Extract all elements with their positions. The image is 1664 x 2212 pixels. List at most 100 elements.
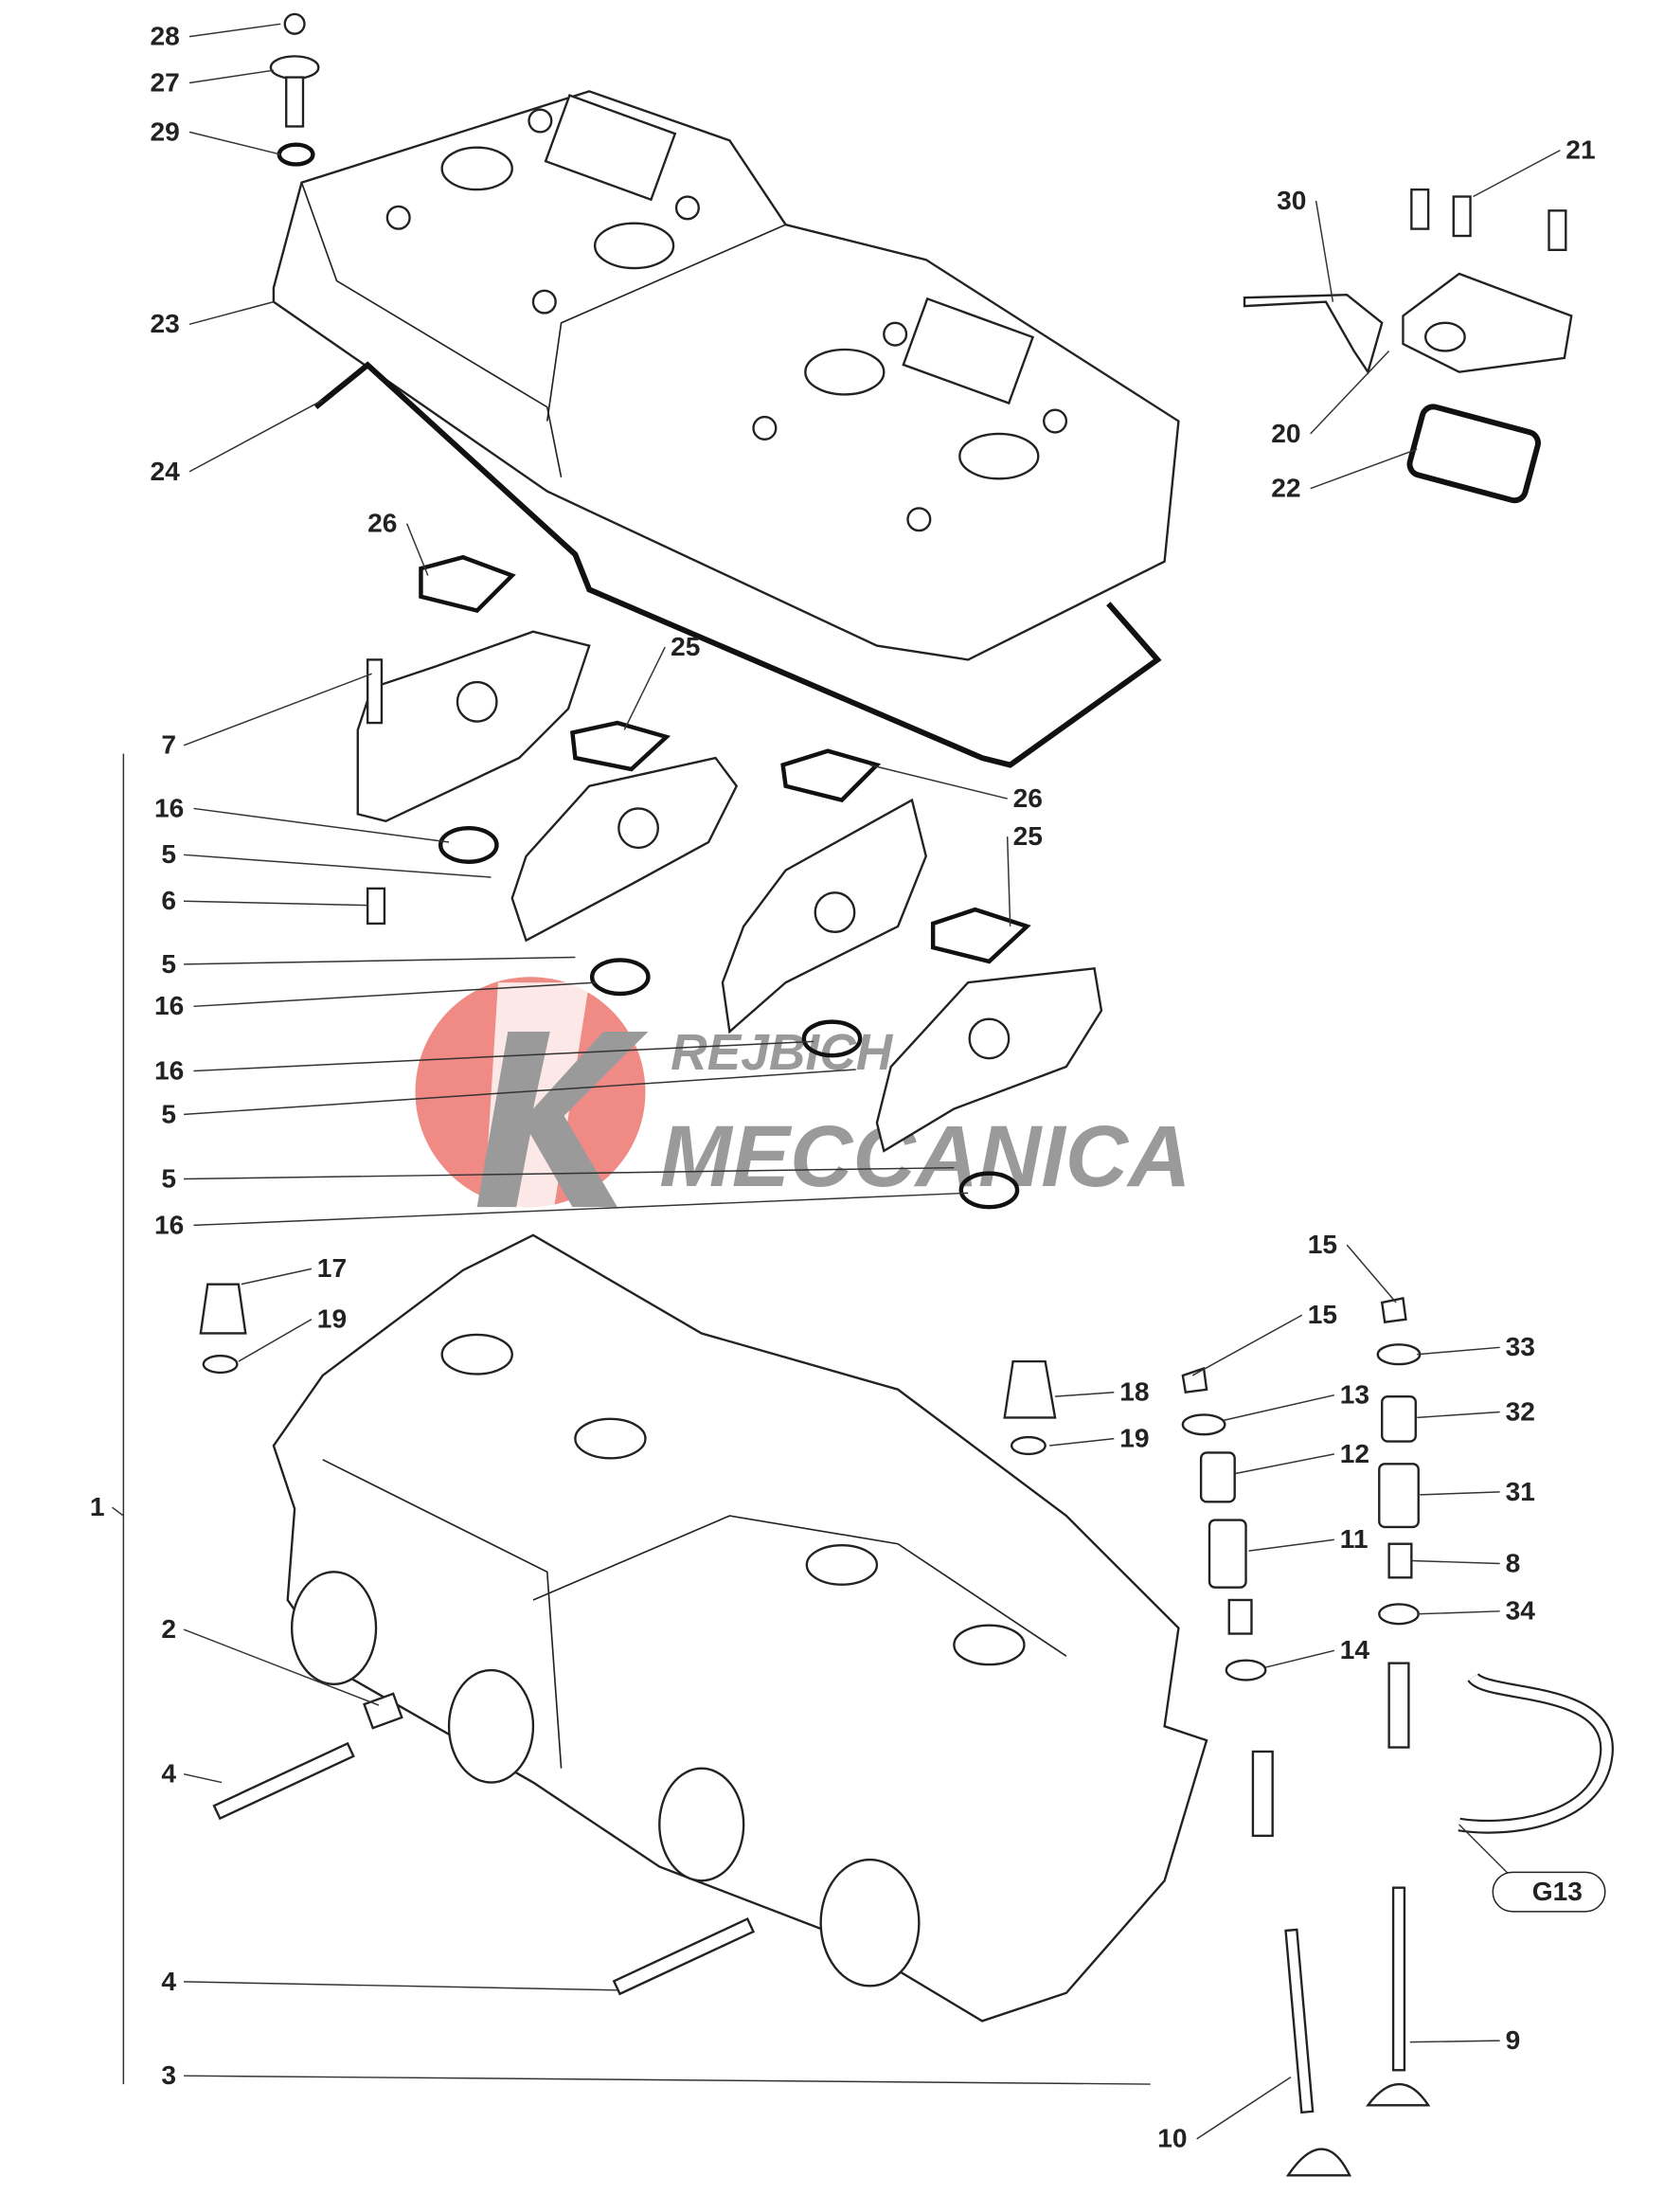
callout-15: 15 xyxy=(1308,1230,1337,1259)
valve-cover xyxy=(272,90,1180,661)
leader-line xyxy=(1310,448,1418,490)
watermark-k-shape xyxy=(476,1031,649,1208)
callout-17: 17 xyxy=(317,1253,347,1283)
leader-line xyxy=(184,1069,856,1116)
callout-33: 33 xyxy=(1506,1332,1535,1361)
callout-16: 16 xyxy=(154,1210,184,1239)
callout-5: 5 xyxy=(161,839,176,869)
leader-line xyxy=(238,1319,313,1362)
callout-4: 4 xyxy=(161,1967,176,1996)
callout-5: 5 xyxy=(161,949,176,979)
leader-line xyxy=(1191,1314,1303,1376)
leader-line xyxy=(405,523,429,576)
leader-line xyxy=(184,1981,617,1991)
callout-25: 25 xyxy=(1013,821,1043,851)
leader-line xyxy=(184,900,368,907)
camshaft-caps xyxy=(356,554,1103,1210)
cylinder-head xyxy=(272,1233,1208,2023)
callout-8: 8 xyxy=(1506,1548,1521,1577)
leader-line xyxy=(1417,1411,1500,1419)
callout-16: 16 xyxy=(154,1055,184,1085)
callout-32: 32 xyxy=(1506,1396,1535,1426)
leader-line xyxy=(183,673,372,746)
callout-30: 30 xyxy=(1277,186,1306,215)
leader-line xyxy=(184,956,576,965)
breather-cover xyxy=(1243,188,1573,504)
leader-line xyxy=(188,69,274,84)
leader-line xyxy=(1346,1244,1397,1304)
callout-27: 27 xyxy=(151,67,180,97)
callout-5: 5 xyxy=(161,1163,176,1193)
callout-15: 15 xyxy=(1308,1300,1337,1329)
leader-line xyxy=(1417,1610,1500,1615)
leader-line xyxy=(1265,1649,1335,1668)
leader-line xyxy=(193,807,450,843)
leader-line xyxy=(1054,1391,1115,1397)
leader-line xyxy=(183,1628,380,1706)
callout-26: 26 xyxy=(367,509,397,538)
callout-6: 6 xyxy=(161,886,176,915)
callout-19: 19 xyxy=(317,1304,347,1334)
leader-line xyxy=(1049,1437,1115,1447)
leader-line xyxy=(1411,1559,1500,1565)
callout-5: 5 xyxy=(161,1099,176,1128)
callout-19: 19 xyxy=(1119,1423,1149,1452)
callout-18: 18 xyxy=(1119,1377,1149,1407)
callout-20: 20 xyxy=(1271,419,1300,448)
leader-line xyxy=(184,854,492,878)
callout-34: 34 xyxy=(1506,1596,1536,1626)
leader-line xyxy=(869,764,1008,800)
leader-line xyxy=(193,1040,814,1072)
leader-line xyxy=(1417,1346,1500,1356)
leader-line xyxy=(184,1166,955,1180)
callout-11: 11 xyxy=(1340,1524,1369,1554)
callout-25: 25 xyxy=(671,632,700,661)
leader-line xyxy=(1223,1394,1335,1422)
callout-12: 12 xyxy=(1340,1439,1369,1468)
valve-cover-gasket xyxy=(313,361,1162,768)
leader-line xyxy=(1234,1453,1335,1475)
callout-23: 23 xyxy=(151,309,180,338)
callout-1: 1 xyxy=(90,1492,105,1521)
leader-line xyxy=(1315,200,1334,302)
callout-16: 16 xyxy=(154,991,184,1020)
valve-train xyxy=(1181,1297,1431,2177)
leader-line xyxy=(183,1772,223,1784)
leader-line xyxy=(1420,1491,1500,1496)
callout-10: 10 xyxy=(1157,2124,1187,2153)
cover-bolt xyxy=(269,12,320,167)
callout-22: 22 xyxy=(1271,474,1300,503)
callout-31: 31 xyxy=(1506,1477,1535,1506)
leader-line xyxy=(193,1192,969,1227)
callout-7: 7 xyxy=(161,730,176,760)
leader-line xyxy=(188,131,281,155)
callout-24: 24 xyxy=(151,457,181,486)
reference-badge xyxy=(1492,1871,1606,1913)
callout-3: 3 xyxy=(161,2060,176,2090)
callout-14: 14 xyxy=(1340,1635,1370,1664)
leader-line xyxy=(188,23,281,38)
leader-line xyxy=(1248,1538,1334,1552)
callout-28: 28 xyxy=(151,22,180,51)
callout-4: 4 xyxy=(161,1759,176,1789)
leader-line xyxy=(193,981,597,1008)
leader-line xyxy=(184,2075,1151,2085)
leader-line xyxy=(1006,836,1011,926)
callout-2: 2 xyxy=(161,1614,176,1644)
leader-line xyxy=(623,646,666,730)
studs-and-fittings xyxy=(199,1283,1614,1996)
watermark-line1: REJBICH xyxy=(671,1025,894,1081)
callout-26: 26 xyxy=(1013,783,1043,813)
leader-line xyxy=(188,399,324,473)
leader-line xyxy=(241,1268,313,1286)
leader-line xyxy=(112,1506,124,1517)
callout-21: 21 xyxy=(1566,135,1595,165)
callout-13: 13 xyxy=(1340,1380,1369,1410)
leader-line xyxy=(188,300,275,326)
leader-line xyxy=(1310,350,1390,435)
leader-line xyxy=(1196,2077,1292,2140)
leader-line xyxy=(1473,149,1561,198)
callout-9: 9 xyxy=(1506,2025,1521,2055)
callout-16: 16 xyxy=(154,793,184,822)
